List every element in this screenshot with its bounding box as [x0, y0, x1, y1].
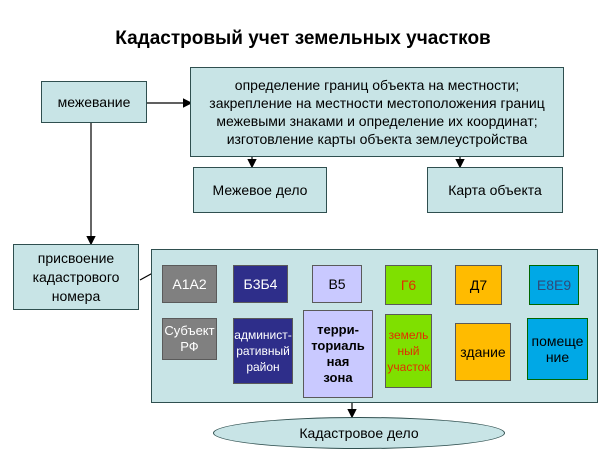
definition-line: межевыми знаками и определение их коорди… — [216, 113, 538, 129]
desc-line: земель — [388, 328, 429, 342]
desc-line: ние — [545, 349, 570, 365]
desc-line: ториаль — [311, 338, 365, 353]
desc-line: здание — [460, 344, 506, 360]
desc-line: ная — [326, 354, 350, 369]
kadastrovoe-delo-label: Кадастровое дело — [299, 425, 419, 441]
desc-land-plot: земель ный участок — [385, 314, 432, 388]
code-b3b4: Б3Б4 — [233, 265, 288, 303]
definition-line: изготовление карты объекта землеустройст… — [226, 131, 528, 147]
prisvoenie-line: номера — [51, 287, 101, 304]
page-title: Кадастровый учет земельных участков — [115, 28, 491, 49]
code-g6: Г6 — [385, 265, 432, 305]
prisvoenie-box: присвоение кадастрового номера — [13, 244, 139, 310]
definition-line: определение границ объекта на местности; — [234, 77, 520, 93]
desc-line: ный — [397, 344, 420, 358]
mezhevanie-box: межевание — [41, 81, 147, 123]
karta-obekta-box: Карта объекта — [427, 167, 563, 213]
kadastrovoe-delo-oval: Кадастровое дело — [213, 417, 505, 449]
code-v5: В5 — [312, 265, 362, 303]
desc-territorial-zone: терри- ториаль ная зона — [303, 310, 373, 398]
definition-line: закрепление на местности местоположения … — [209, 95, 545, 111]
desc-room: помеще ние — [527, 318, 588, 380]
desc-line: район — [246, 360, 280, 374]
desc-line: зона — [323, 370, 353, 385]
code-a1a2: А1А2 — [162, 265, 217, 303]
code-e8e9: Е8Е9 — [529, 265, 579, 305]
desc-line: Субъект — [164, 323, 215, 338]
prisvoenie-line: кадастрового — [32, 268, 120, 285]
desc-building: здание — [455, 323, 511, 381]
prisvoenie-line: присвоение — [37, 249, 115, 266]
cadastral-number-panel — [151, 249, 598, 403]
mezhevoe-delo-label: Межевое дело — [212, 182, 308, 198]
mezhevoe-delo-box: Межевое дело — [193, 167, 327, 213]
definition-box: определение границ объекта на местности;… — [190, 67, 564, 157]
karta-obekta-label: Карта объекта — [448, 182, 542, 198]
desc-line: участок — [387, 360, 430, 374]
desc-line: терри- — [317, 322, 359, 337]
mezhevanie-label: межевание — [57, 94, 131, 110]
code-d7: Д7 — [455, 265, 502, 305]
desc-line: админист- — [234, 328, 292, 342]
desc-line: помеще — [531, 333, 584, 349]
desc-subject-rf: Субъект РФ — [162, 318, 217, 360]
desc-line: РФ — [180, 339, 199, 354]
desc-admin-district: админист- ративный район — [233, 318, 293, 384]
desc-line: ративный — [236, 344, 290, 358]
